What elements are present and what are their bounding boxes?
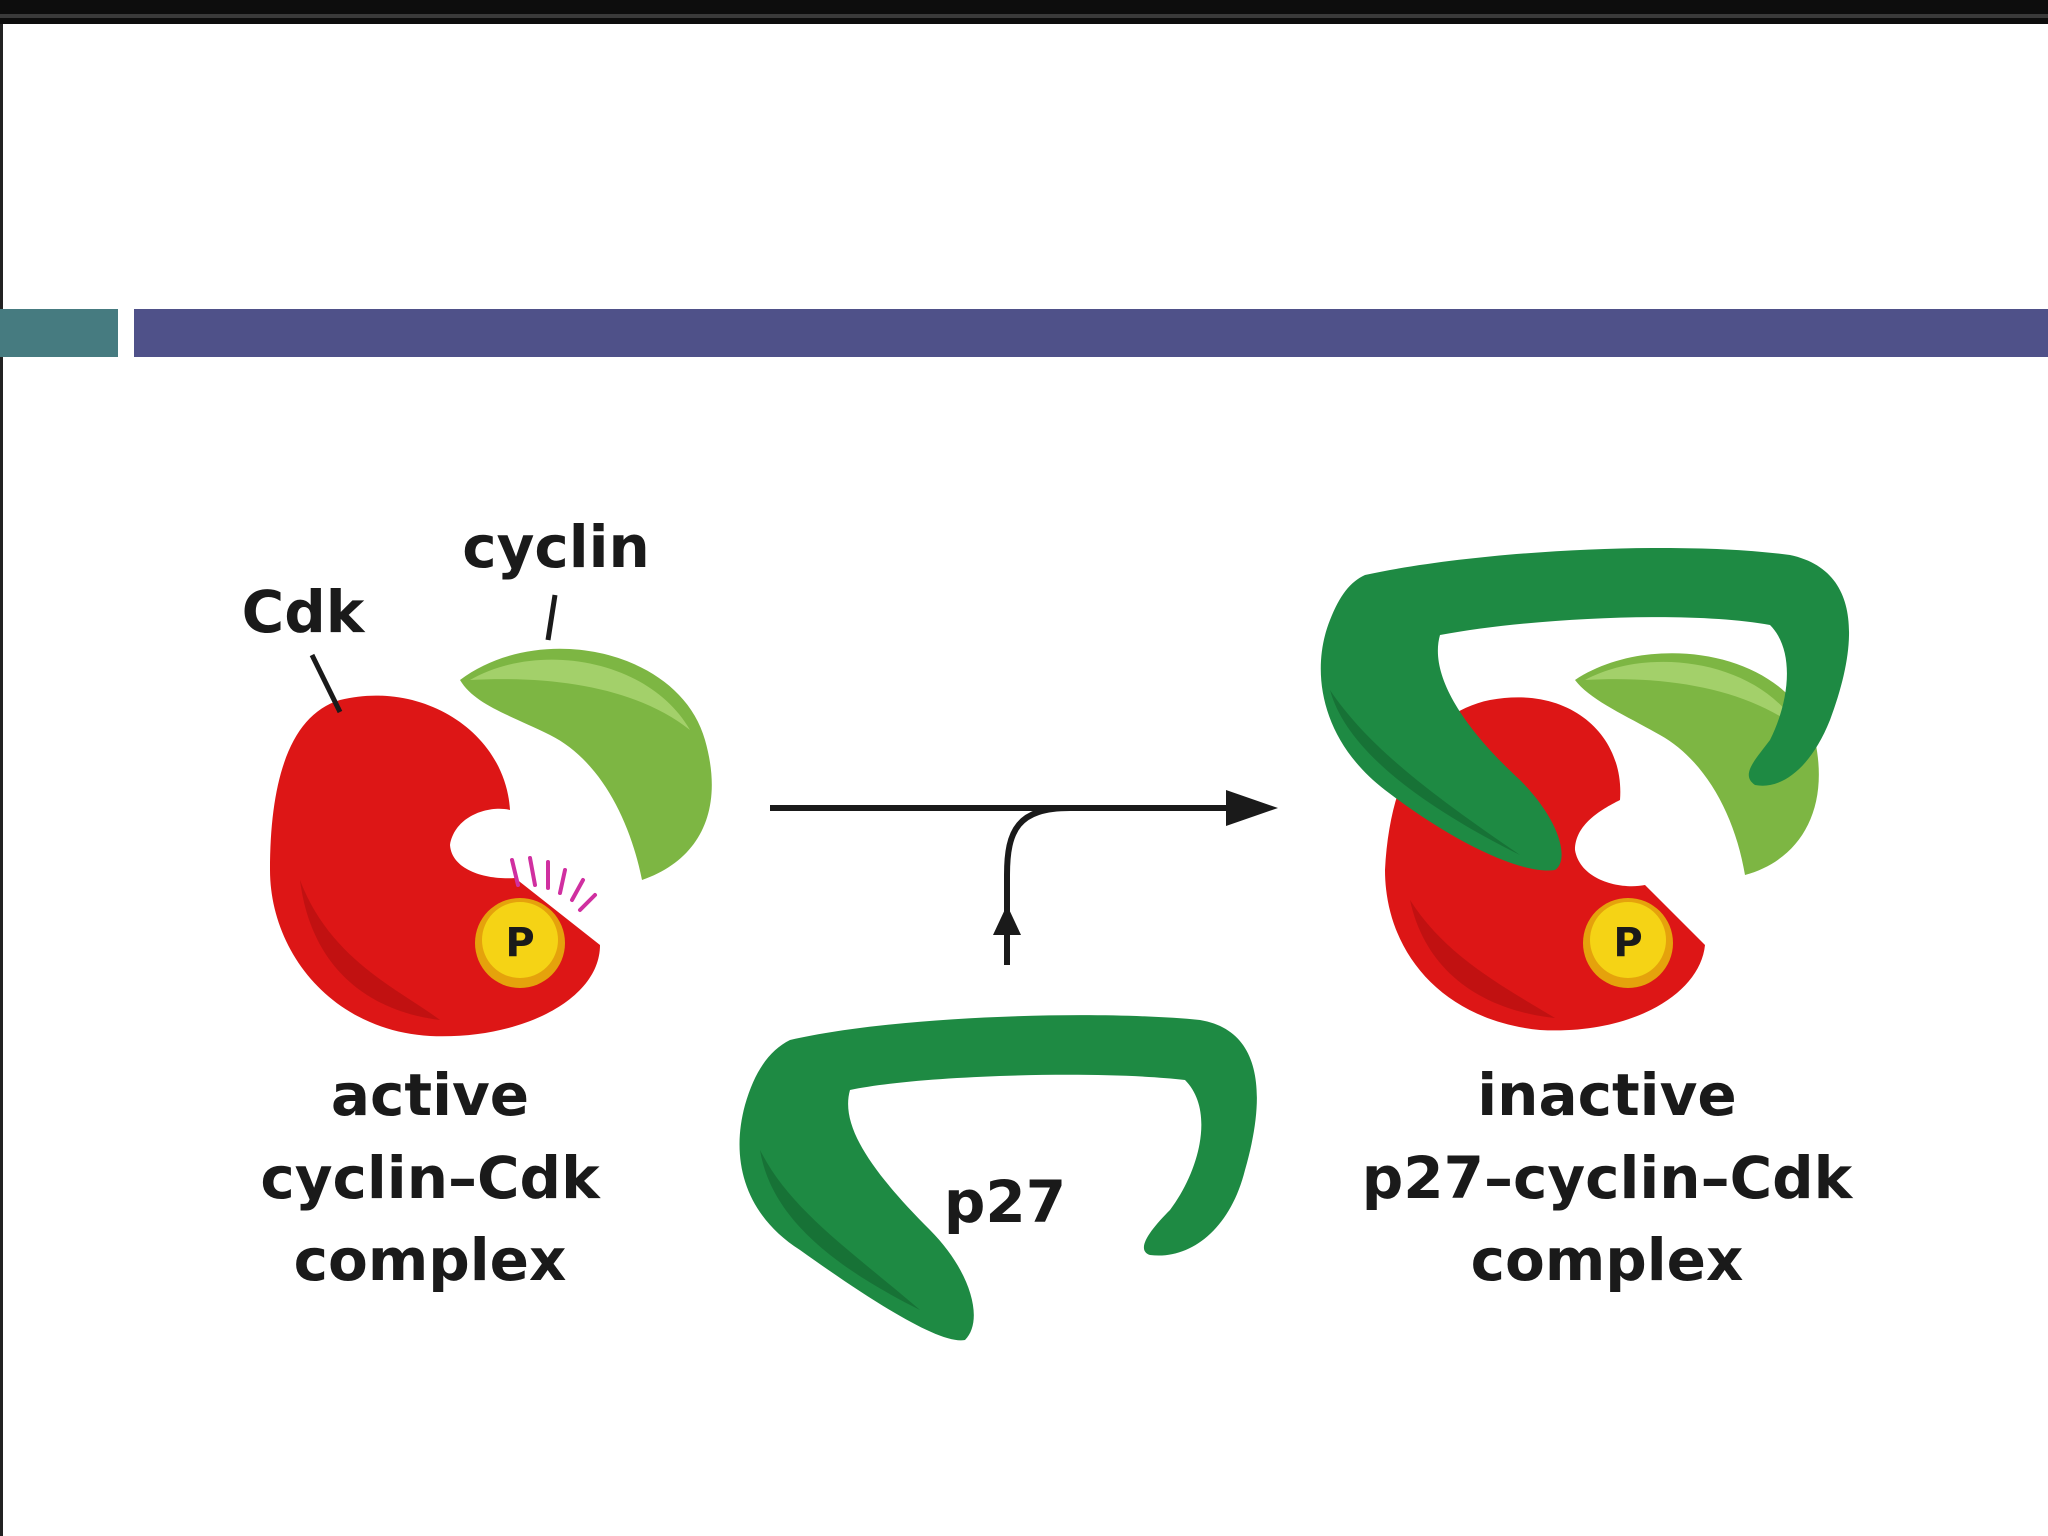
cyclin-shape [460,648,712,880]
inactive-label-line2: p27–cyclin–Cdk [1362,1144,1854,1212]
cdk-label: Cdk [242,578,366,646]
phosphate-circle-inner [482,902,558,978]
p27-input-arrow [993,805,1071,965]
free-p27: p27 [739,1015,1257,1341]
phosphate-label-right: P [1613,920,1642,966]
phosphate-circle-right-inner [1590,902,1666,978]
p27-label: p27 [944,1168,1066,1236]
top-border-line [0,14,2048,18]
active-complex: P Cdk cyclin active cyclin–Cdk complex [242,513,712,1294]
phosphate-label: P [505,920,534,966]
left-edge-border [0,24,3,1536]
cyclin-leader [545,594,558,641]
active-label-line3: complex [294,1226,567,1294]
inactive-complex: P inactive p27–cyclin–Cdk complex [1320,547,1854,1294]
top-border [0,0,2048,24]
cdk-shape [270,695,600,1037]
inactive-label-line3: complex [1471,1226,1744,1294]
cyclin-label: cyclin [462,513,650,581]
p27-shape [739,1015,1257,1341]
cyclin-shape-right [1575,653,1819,875]
cdk-shade-right [1410,900,1555,1018]
activity-ticks [510,856,597,912]
cyclin-highlight [470,659,690,730]
reaction-arrow [770,790,1278,826]
active-label-line2: cyclin–Cdk [260,1144,601,1212]
active-label-line1: active [331,1061,529,1129]
inactive-label-line1: inactive [1477,1061,1736,1129]
title-accent-teal [0,309,118,357]
cdk-shade [300,880,440,1020]
cdk-leader [309,653,343,714]
p27-bound-shape [1320,547,1850,871]
cyclin-highlight-right [1585,661,1800,730]
title-accent-bar [134,309,2048,357]
